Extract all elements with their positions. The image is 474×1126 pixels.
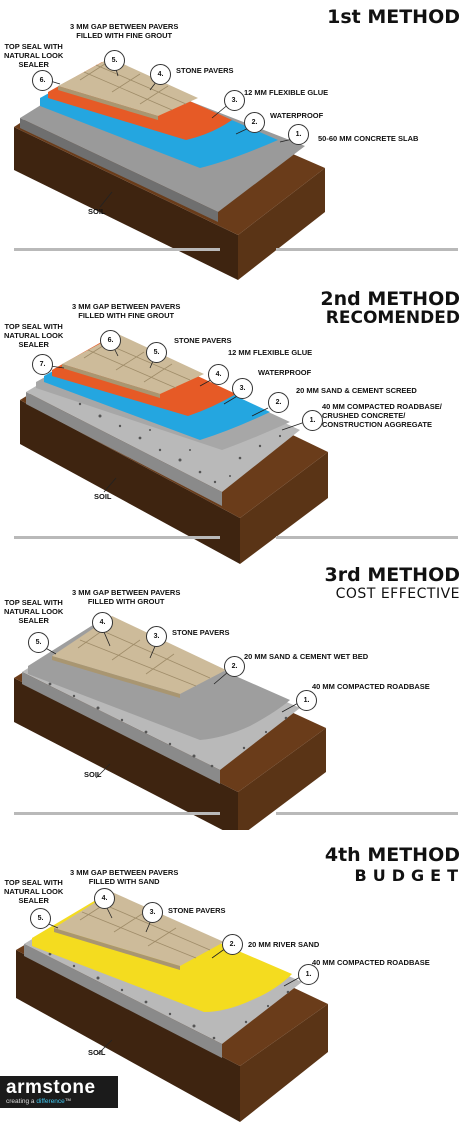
- stone-pavers-label: STONE PAVERS: [176, 66, 234, 75]
- callout-number: 6.: [100, 330, 121, 351]
- callout-number: 5.: [146, 342, 167, 363]
- flexible-glue-label: 12 MM FLEXIBLE GLUE: [228, 348, 313, 357]
- top-seal-label: TOP SEAL WITH NATURAL LOOK SEALER: [4, 878, 64, 905]
- callout-number: 5.: [30, 908, 51, 929]
- separator-line: [14, 248, 220, 251]
- callout-number: 1.: [298, 964, 319, 985]
- armstone-logo: armstone creating a difference™: [0, 1076, 118, 1108]
- paver-edge: [58, 86, 158, 120]
- roadbase-label: 40 MM COMPACTED ROADBASE: [312, 958, 430, 967]
- callout-number: 6.: [32, 70, 53, 91]
- screed-label: 20 MM SAND & CEMENT SCREED: [296, 386, 417, 395]
- waterproof-label: WATERPROOF: [270, 111, 324, 120]
- roadbase-gravel-front: [24, 944, 222, 1058]
- callout-number: 1.: [302, 410, 323, 431]
- method-2-panel: 2nd METHOD RECOMENDED 3 MM GAP BETWEEN P…: [0, 280, 474, 570]
- soil-front-face: [16, 950, 240, 1122]
- stone-pavers-label: STONE PAVERS: [168, 906, 226, 915]
- callout-number: 7.: [32, 354, 53, 375]
- tagline-highlight: difference: [36, 1098, 65, 1105]
- callout-number: 2.: [268, 392, 289, 413]
- callout-number: 2.: [222, 934, 243, 955]
- soil-label: SOIL: [84, 770, 102, 779]
- concrete-slab-front: [20, 118, 218, 222]
- method-3-title: 3rd METHOD: [324, 564, 460, 586]
- soil-label: SOIL: [88, 1048, 106, 1057]
- roadbase-gravel-front: [26, 392, 222, 506]
- top-seal-label: TOP SEAL WITH NATURAL LOOK SEALER: [4, 322, 64, 349]
- waterproof-label: WATERPROOF: [258, 368, 312, 377]
- grout-gap-label: 3 MM GAP BETWEEN PAVERS FILLED WITH FINE…: [72, 302, 181, 320]
- top-seal-label: TOP SEAL WITH NATURAL LOOK SEALER: [4, 42, 64, 69]
- method-3-diagram: [14, 616, 326, 830]
- paver-edge: [54, 928, 180, 970]
- grout-gap-label: 3 MM GAP BETWEEN PAVERS FILLED WITH FINE…: [70, 22, 179, 40]
- method-4-diagram: [16, 892, 328, 1122]
- callout-number: 1.: [288, 124, 309, 145]
- paver-edge: [52, 656, 180, 698]
- callout-number: 3.: [224, 90, 245, 111]
- soil-label: SOIL: [94, 492, 112, 501]
- callout-number: 4.: [94, 888, 115, 909]
- soil-side-face: [238, 728, 326, 830]
- flexible-glue-label: 12 MM FLEXIBLE GLUE: [244, 88, 329, 97]
- stone-pavers-label: STONE PAVERS: [174, 336, 232, 345]
- separator-line: [276, 248, 458, 251]
- callout-number: 4.: [92, 612, 113, 633]
- roadbase-label: 40 MM COMPACTED ROADBASE: [312, 682, 430, 691]
- callout-number: 5.: [28, 632, 49, 653]
- separator-line: [276, 536, 458, 539]
- soil-side-face: [240, 1004, 328, 1122]
- separator-line: [14, 812, 220, 815]
- callout-number: 4.: [150, 64, 171, 85]
- tagline-trademark: ™: [64, 1098, 72, 1105]
- river-sand-label: 20 MM RIVER SAND: [248, 940, 320, 949]
- method-3-subtitle: COST EFFECTIVE: [335, 586, 460, 602]
- soil-front-face: [20, 400, 240, 564]
- callout-number: 3.: [146, 626, 167, 647]
- concrete-slab-label: 50-60 MM CONCRETE SLAB: [318, 134, 419, 143]
- separator-line: [276, 812, 458, 815]
- paver-area: [54, 892, 224, 966]
- stone-pavers-label: STONE PAVERS: [172, 628, 230, 637]
- separator-line: [14, 536, 220, 539]
- soil-side-face: [240, 452, 328, 564]
- paver-edge: [62, 364, 160, 398]
- method-4-title: 4th METHOD: [324, 844, 460, 866]
- callout-number: 4.: [208, 364, 229, 385]
- gravel-texture: [58, 387, 282, 484]
- callout-number: 2.: [244, 112, 265, 133]
- method-2-subtitle: RECOMENDED: [325, 308, 460, 328]
- soil-side-face: [238, 168, 325, 280]
- method-1-panel: 1st METHOD 3 MM GAP BETWEEN PAVERS FILLE…: [0, 0, 474, 280]
- tagline-prefix: creating a: [6, 1098, 37, 1105]
- method-4-panel: 4th METHOD BUDGET 3 MM GAP BETWEEN PAVER…: [0, 840, 474, 1126]
- logo-tagline: creating a difference™: [6, 1098, 71, 1105]
- method-1-diagram: [14, 58, 325, 280]
- method-2-diagram: [20, 334, 328, 564]
- wet-bed-label: 20 MM SAND & CEMENT WET BED: [244, 652, 369, 661]
- callout-number: 1.: [296, 690, 317, 711]
- soil-label: SOIL: [88, 207, 106, 216]
- soil-front-face: [14, 678, 238, 830]
- method-4-subtitle: BUDGET: [354, 866, 464, 885]
- grout-gap-label: 3 MM GAP BETWEEN PAVERS FILLED WITH SAND: [70, 868, 179, 886]
- callout-number: 3.: [142, 902, 163, 923]
- grout-gap-label: 3 MM GAP BETWEEN PAVERS FILLED WITH GROU…: [72, 588, 181, 606]
- logo-brand-text: armstone: [6, 1077, 96, 1098]
- gravel-texture: [48, 952, 290, 1040]
- paver-area: [58, 58, 198, 116]
- top-seal-label: TOP SEAL WITH NATURAL LOOK SEALER: [4, 598, 64, 625]
- soil-front-face: [14, 127, 238, 280]
- callout-number: 3.: [232, 378, 253, 399]
- method-2-title: 2nd METHOD: [320, 288, 460, 310]
- callout-number: 2.: [224, 656, 245, 677]
- paver-joints: [79, 61, 187, 111]
- method-3-panel: 3rd METHOD COST EFFECTIVE 3 MM GAP BETWE…: [0, 560, 474, 830]
- method-1-title: 1st METHOD: [327, 6, 460, 28]
- gravel-texture: [48, 677, 288, 768]
- roadbase-label: 40 MM COMPACTED ROADBASE/ CRUSHED CONCRE…: [322, 402, 442, 429]
- roadbase-gravel-front: [22, 672, 220, 784]
- callout-number: 5.: [104, 50, 125, 71]
